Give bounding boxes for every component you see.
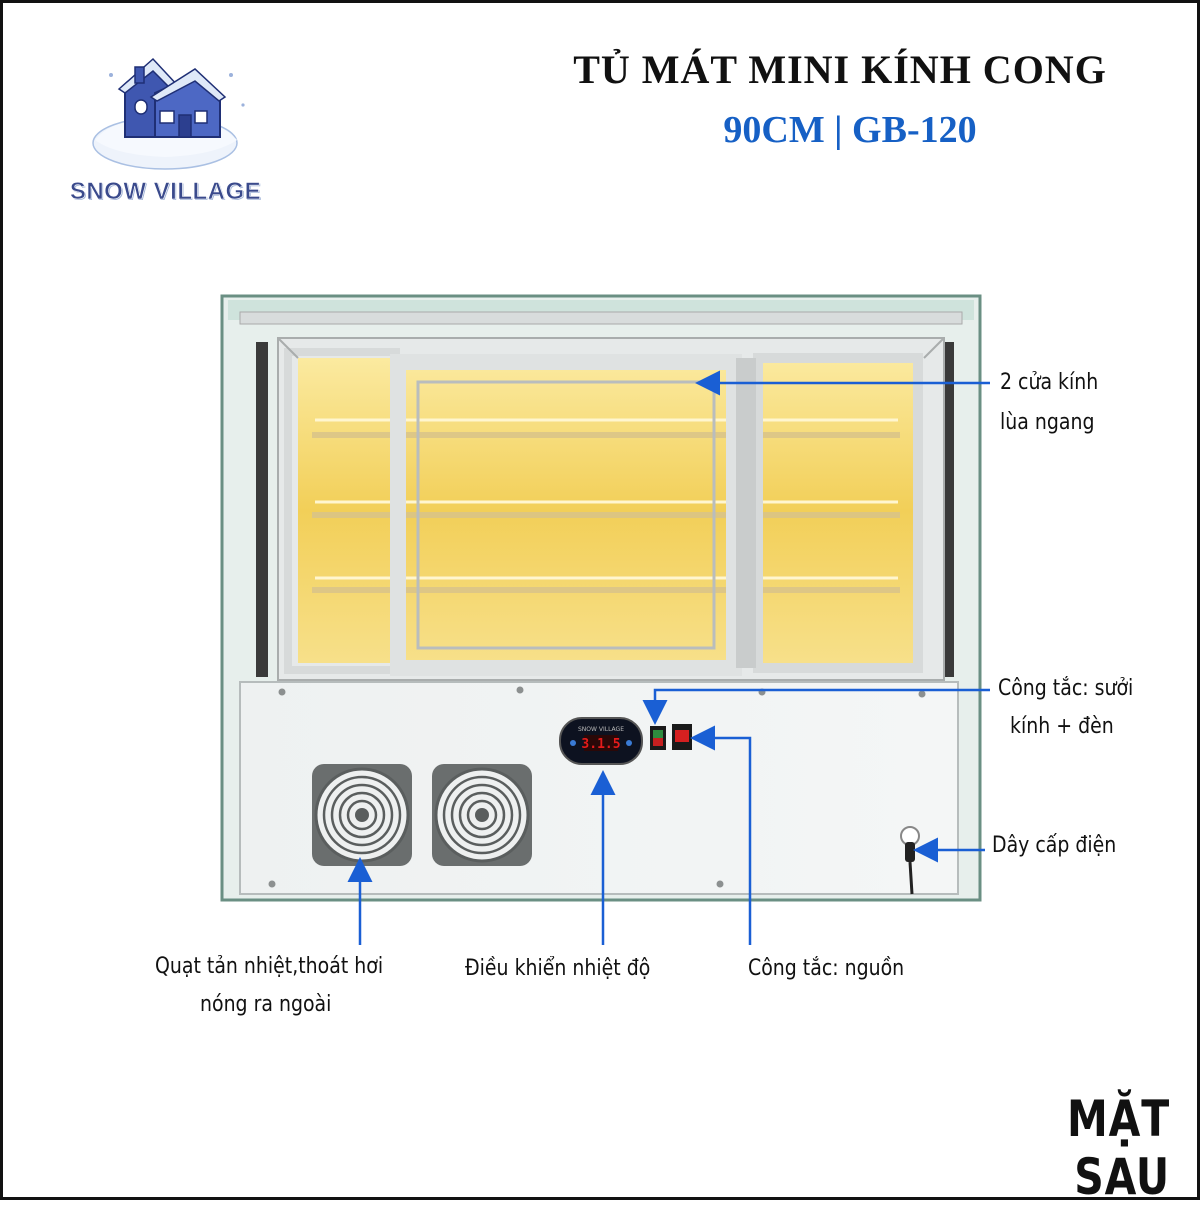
callout-fans-line1: Quạt tản nhiệt,thoát hơi: [155, 954, 384, 979]
fan-grille-icon: [432, 764, 532, 866]
callout-temp-control: Điều khiển nhiệt độ: [465, 956, 651, 981]
callout-heater-switch-line1: Công tắc: sưởi: [998, 676, 1134, 701]
callout-power-switch: Công tắc: nguồn: [748, 956, 905, 981]
view-label: MẶT SAU: [1067, 1090, 1170, 1206]
controller-brand: SNOW VILLAGE: [578, 726, 624, 733]
brand-logo-text: SNOW VILLAGE: [69, 178, 262, 206]
temperature-display: 3.1.5: [581, 737, 620, 752]
callout-power-cable: Dây cấp điện: [992, 833, 1117, 858]
house-logo-icon: [92, 57, 245, 170]
page-title: TỦ MÁT MINI KÍNH CONG: [573, 47, 1107, 92]
callout-sliding-doors-line1: 2 cửa kính: [1000, 370, 1099, 395]
callout-sliding-doors-line2: lùa ngang: [1000, 410, 1095, 435]
model-subtitle: 90CM | GB-120: [723, 109, 977, 151]
callout-fans-line2: nóng ra ngoài: [200, 992, 332, 1017]
callout-heater-switch-line2: kính + đèn: [1010, 714, 1114, 739]
fan-grille-icon: [312, 764, 412, 866]
fridge-rear-view: SNOW VILLAGE 3.1.5: [220, 294, 982, 902]
